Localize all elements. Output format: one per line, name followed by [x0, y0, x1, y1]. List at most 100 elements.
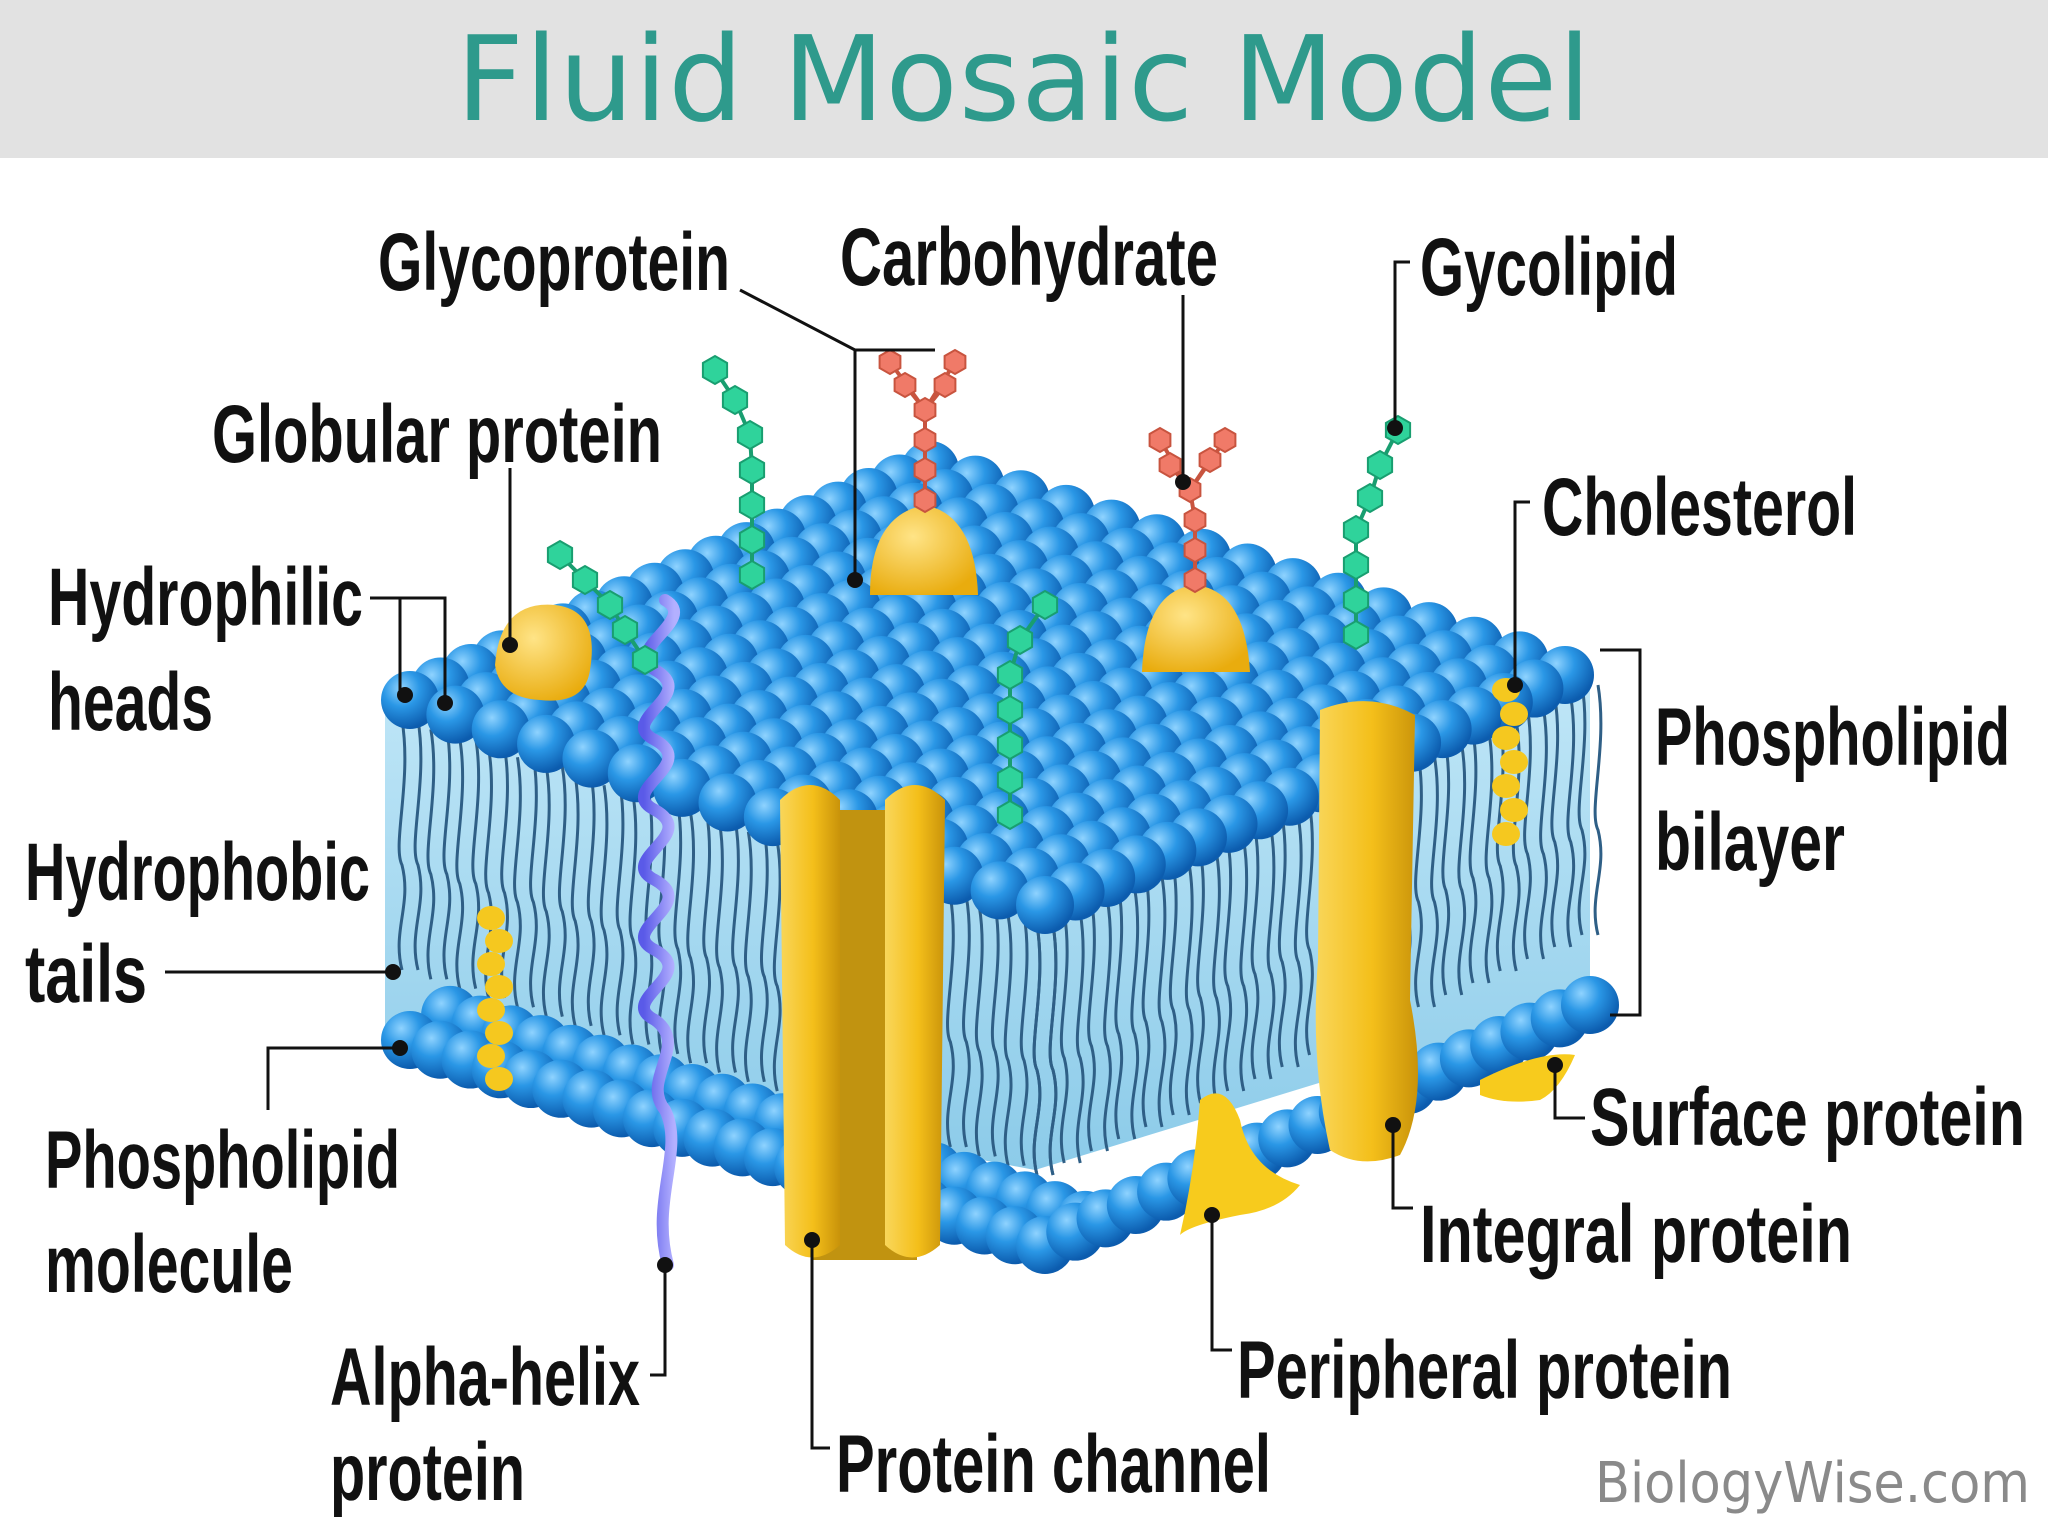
- lipid-tail: [1239, 840, 1249, 1092]
- globular-protein: [495, 604, 592, 701]
- phospholipid-head: [517, 714, 576, 773]
- glycolipid-sugar: [738, 524, 766, 556]
- integral-protein: [1315, 701, 1418, 1162]
- glycolipid-sugar: [721, 384, 749, 416]
- lipid-tail: [471, 738, 481, 989]
- lipid-tail: [541, 766, 551, 1017]
- alpha-helix-protein: [638, 594, 680, 1271]
- glycolipid-sugar: [1342, 619, 1370, 651]
- carbohydrate-sugar: [1148, 426, 1172, 454]
- carbohydrate-sugar: [913, 426, 937, 454]
- label-alpha-helix-line1: Alpha-helix: [330, 1332, 640, 1423]
- carbohydrate-sugar: [933, 371, 957, 399]
- glycolipid-sugar: [1342, 514, 1370, 546]
- glycolipid-sugar: [738, 559, 766, 591]
- carbohydrate-sugar: [878, 348, 902, 376]
- cholesterol-bead: [485, 1067, 513, 1091]
- glycolipid-sugar: [996, 729, 1024, 761]
- glycolipid-sugar: [571, 564, 599, 596]
- cholesterol-bead: [477, 998, 505, 1022]
- lipid-tail: [397, 719, 407, 971]
- glycolipid-sugar: [611, 614, 639, 646]
- label-hydrophilic-line1: Hydrophilic: [48, 552, 363, 643]
- phospholipid-head: [698, 773, 757, 832]
- title-bar: [0, 0, 2048, 158]
- lipid-tail: [557, 766, 567, 1017]
- carbohydrate-sugar: [893, 371, 917, 399]
- lipid-tail: [1223, 840, 1233, 1092]
- watermark: BiologyWise.com: [1595, 1451, 2030, 1516]
- lipid-tail: [1048, 924, 1058, 1176]
- cholesterol-bead: [485, 975, 513, 999]
- label-hydrophilic-line2: heads: [48, 657, 213, 748]
- lipid-tail: [1266, 828, 1276, 1080]
- glycolipid-sugar: [701, 354, 729, 386]
- cholesterol-molecule-left: [477, 906, 513, 1091]
- lipid-tail: [426, 729, 436, 980]
- lipid-tail: [1305, 804, 1314, 1056]
- lipid-tail: [455, 738, 465, 989]
- glycolipid-sugar: [631, 644, 659, 676]
- glycolipid-sugar: [1356, 482, 1384, 514]
- glycolipid-sugar: [1366, 449, 1394, 481]
- lipid-tail: [570, 775, 580, 1027]
- lipid-tail: [1130, 888, 1140, 1140]
- glycolipid-sugar: [596, 589, 624, 621]
- glycolipid-chains: [546, 354, 1412, 831]
- leader-lines: [165, 260, 1642, 1450]
- lipid-tail: [1141, 876, 1151, 1128]
- lipid-tail: [702, 812, 712, 1064]
- carbohydrate-sugar: [1158, 451, 1182, 479]
- label-hydrophobic-line2: tails: [25, 929, 147, 1020]
- lipid-tail: [1059, 912, 1069, 1164]
- phospholipid-head: [1016, 876, 1074, 934]
- phospholipid-head: [1561, 976, 1619, 1034]
- lipid-tail: [586, 775, 596, 1027]
- lipid-tail: [529, 757, 538, 1008]
- label-surface-protein: Surface protein: [1590, 1072, 2025, 1163]
- lipid-tail: [1019, 915, 1029, 1167]
- lipid-tail: [1523, 708, 1532, 960]
- lipid-tail: [1032, 924, 1042, 1176]
- label-phospholipid-molecule-line2: molecule: [45, 1219, 293, 1310]
- label-globular-protein: Globular protein: [212, 389, 662, 480]
- lipid-tail: [1250, 828, 1260, 1080]
- lipid-tail: [772, 840, 782, 1092]
- lipid-tail: [715, 822, 724, 1073]
- lipid-tail: [413, 719, 423, 971]
- label-integral-protein: Integral protein: [1420, 1189, 1852, 1280]
- lipid-tail: [1114, 888, 1124, 1140]
- lipid-tail: [1184, 864, 1194, 1116]
- lipid-tail: [1003, 915, 1013, 1167]
- glycolipid-sugar: [738, 489, 766, 521]
- cholesterol-bead: [1500, 750, 1528, 774]
- lipid-tail: [628, 794, 638, 1045]
- lipid-tail: [1495, 720, 1505, 972]
- glycolipid-sugar: [996, 764, 1024, 796]
- cholesterol-bead: [485, 1021, 513, 1045]
- glycolipid-sugar: [1031, 589, 1059, 621]
- lipid-tail: [1457, 744, 1467, 996]
- peripheral-protein: [1180, 1093, 1300, 1235]
- phospholipid-head: [970, 861, 1029, 920]
- lipid-tail: [615, 784, 625, 1036]
- glycolipid-sugar: [546, 539, 574, 571]
- glycolipid-sugar: [1342, 584, 1370, 616]
- lipid-tail: [1566, 696, 1576, 948]
- lipid-tail: [946, 896, 955, 1148]
- lipid-tail: [1212, 852, 1221, 1104]
- glycoprotein-dome-2: [1142, 585, 1250, 672]
- phospholipid-head: [562, 729, 621, 788]
- page-title: Fluid Mosaic Model: [456, 10, 1592, 148]
- glycolipid-sugar: [1342, 549, 1370, 581]
- cholesterol-bead: [1492, 822, 1520, 846]
- cholesterol-bead: [477, 1044, 505, 1068]
- lipid-tail: [1468, 732, 1478, 984]
- carbohydrate-chains: [878, 348, 1237, 594]
- glycolipid-sugar: [996, 799, 1024, 831]
- label-glycolipid: Gycolipid: [1420, 222, 1678, 313]
- cholesterol-bead: [1492, 774, 1520, 798]
- label-protein-channel: Protein channel: [836, 1419, 1271, 1510]
- lipid-tail: [1157, 876, 1167, 1128]
